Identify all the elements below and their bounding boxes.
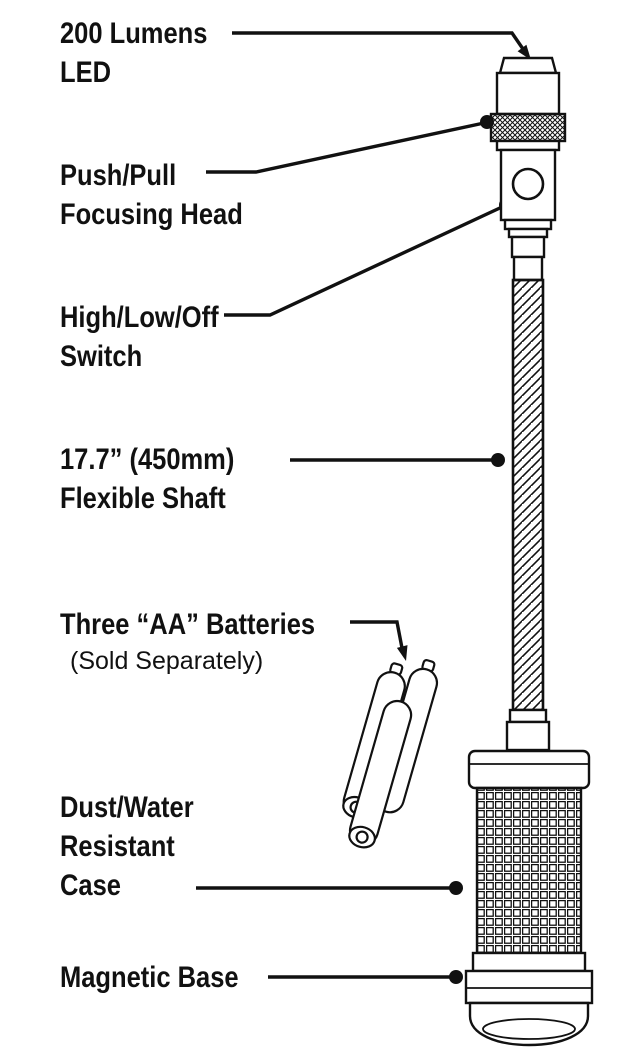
head-step-2 bbox=[503, 218, 553, 231]
batteries-illustration bbox=[342, 659, 439, 849]
knurled-focus-ring bbox=[489, 112, 567, 143]
label-base-line1: Magnetic Base bbox=[60, 961, 239, 994]
label-batteries-note: (Sold Separately) bbox=[70, 647, 264, 675]
battery-end-ring-2 bbox=[355, 830, 369, 844]
label-switch: High/Low/Off Switch bbox=[60, 298, 219, 376]
case-top-cap bbox=[467, 749, 591, 790]
label-shaft: 17.7” (450mm) Flexible Shaft bbox=[60, 440, 234, 518]
label-led-line2: LED bbox=[60, 56, 111, 89]
label-case: Dust/Water Resistant Case bbox=[60, 788, 194, 905]
head-step-band bbox=[495, 139, 561, 152]
dot-shaft bbox=[491, 453, 505, 467]
callout-line-switch bbox=[224, 205, 503, 317]
switch-button-drawing bbox=[511, 167, 545, 201]
label-focusing-head: Push/Pull Focusing Head bbox=[60, 156, 243, 234]
label-case-line2: Resistant bbox=[60, 830, 175, 863]
label-switch-line2: Switch bbox=[60, 340, 143, 373]
label-led: 200 Lumens LED bbox=[60, 14, 207, 92]
label-led-line1: 200 Lumens bbox=[60, 17, 208, 50]
label-focusing-head-line1: Push/Pull bbox=[60, 159, 177, 192]
label-focusing-head-line2: Focusing Head bbox=[60, 198, 243, 231]
callout-lines bbox=[196, 31, 525, 979]
head-upper-body bbox=[495, 71, 561, 116]
base-band-1 bbox=[471, 951, 587, 973]
switch-housing bbox=[499, 148, 557, 222]
neck-upper bbox=[510, 235, 546, 259]
case-neck bbox=[505, 720, 551, 752]
callout-line-batteries bbox=[350, 620, 404, 649]
label-shaft-line2: Flexible Shaft bbox=[60, 482, 226, 515]
neck-lower bbox=[512, 255, 544, 282]
arrowhead-batteries bbox=[396, 645, 408, 661]
label-base: Magnetic Base bbox=[60, 958, 239, 997]
label-case-line3: Case bbox=[60, 869, 121, 902]
label-case-line1: Dust/Water bbox=[60, 791, 194, 824]
flexible-shaft-drawing bbox=[511, 278, 545, 712]
arrowhead-led bbox=[517, 44, 531, 60]
head-top-cap bbox=[498, 56, 558, 75]
dot-base bbox=[449, 970, 463, 984]
base-band-2 bbox=[464, 969, 594, 1005]
dot-case bbox=[449, 881, 463, 895]
label-switch-line1: High/Low/Off bbox=[60, 301, 219, 334]
case-textured-body bbox=[475, 786, 583, 955]
label-batteries: Three “AA” Batteries bbox=[60, 605, 315, 644]
callout-line-led bbox=[232, 31, 525, 50]
callout-line-focusing-head bbox=[206, 121, 485, 174]
led-head-drawing bbox=[489, 56, 567, 282]
magnetic-base-cup bbox=[468, 1001, 590, 1047]
label-shaft-line1: 17.7” (450mm) bbox=[60, 443, 235, 476]
case-drawing bbox=[464, 708, 594, 1047]
shaft-tube bbox=[511, 278, 545, 712]
shaft-collar bbox=[508, 708, 548, 724]
magnet-face-line bbox=[482, 1018, 576, 1040]
label-batteries-line1: Three “AA” Batteries bbox=[60, 608, 316, 641]
